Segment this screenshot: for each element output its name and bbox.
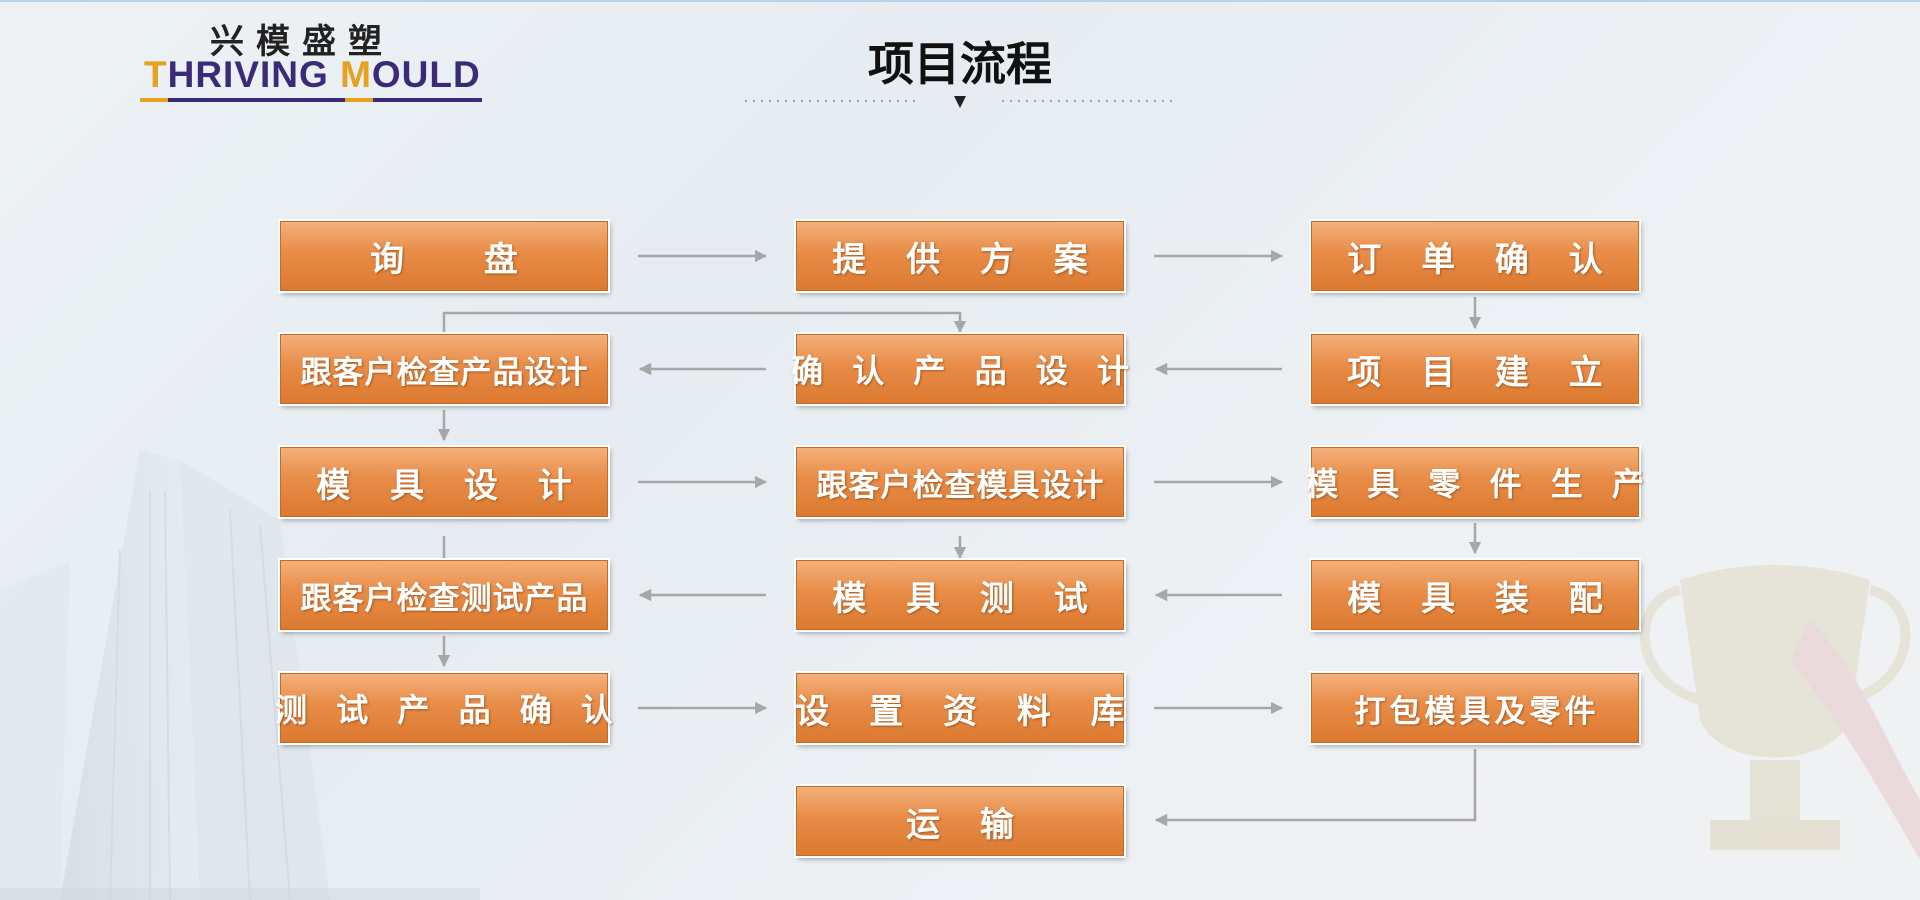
step-mould-test: 模 具 测 试: [796, 560, 1124, 630]
top-accent-line: [0, 0, 1920, 2]
step-project-setup: 项 目 建 立: [1311, 334, 1639, 404]
logo-english-name: THRIVING MOULD: [144, 54, 481, 96]
step-mould-design: 模 具 设 计: [280, 447, 608, 517]
step-mould-assembly: 模 具 装 配: [1311, 560, 1639, 630]
logo-letters-hriving: HRIVING: [167, 54, 341, 95]
arrow-check-design-to-confirm-design: [442, 311, 967, 334]
caret-down-icon: [954, 96, 966, 108]
company-logo: 兴模盛塑 THRIVING MOULD: [140, 14, 485, 102]
step-check-test-product: 跟客户检查测试产品: [280, 560, 608, 630]
step-pack-mould-parts: 打包模具及零件: [1311, 673, 1639, 743]
step-provide-plan: 提 供 方 案: [796, 221, 1124, 291]
logo-letter-m: M: [340, 54, 372, 95]
logo-underline: [140, 98, 482, 102]
arrow-pack-to-shipping: [1154, 749, 1477, 827]
step-check-product-design: 跟客户检查产品设计: [280, 334, 608, 404]
step-inquiry: 询 盘: [280, 221, 608, 291]
step-check-mould-design: 跟客户检查模具设计: [796, 447, 1124, 517]
title-divider: [745, 96, 1177, 108]
skyscraper-background-icon: [0, 450, 480, 900]
logo-letter-t: T: [144, 54, 168, 95]
page-title: 项目流程: [868, 37, 1052, 91]
logo-underline-accent-mid: [345, 98, 373, 102]
logo-underline-accent-left: [140, 98, 168, 102]
step-order-confirm: 订 单 确 认: [1311, 221, 1639, 291]
step-mould-parts-production: 模 具 零 件 生 产: [1306, 447, 1644, 517]
trophy-background-icon: [1639, 565, 1920, 860]
logo-letters-ould: OULD: [371, 54, 481, 95]
step-shipping: 运 输: [796, 786, 1124, 856]
step-confirm-product-design: 确 认 产 品 设 计: [791, 334, 1129, 404]
logo-chinese-name: 兴模盛塑: [210, 22, 394, 62]
step-test-product-confirm: 测 试 产 品 确 认: [275, 673, 613, 743]
step-database-setup: 设 置 资 料 库: [795, 673, 1125, 743]
